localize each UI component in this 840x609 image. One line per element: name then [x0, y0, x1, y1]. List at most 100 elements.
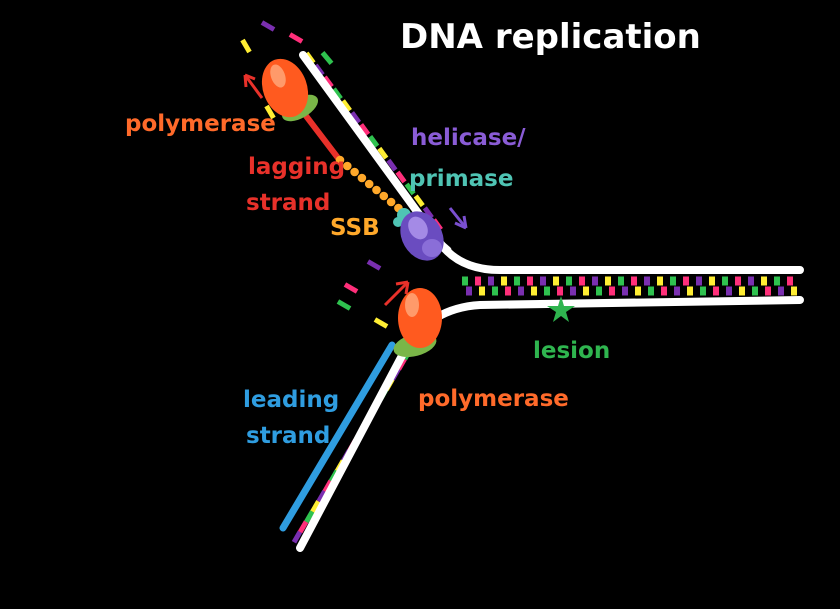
- polymerase-bottom-enzyme: [393, 288, 442, 358]
- base-pair-tick: [661, 286, 667, 296]
- base-pair-tick: [492, 286, 498, 296]
- lagging-strand-label-line2: strand: [246, 190, 330, 216]
- polymerase-enzyme-icon: [398, 288, 442, 348]
- base-pair-tick: [700, 286, 706, 296]
- base-pair-tick: [531, 286, 537, 296]
- helicase-label: helicase/: [411, 125, 526, 151]
- base-pair-tick: [264, 104, 276, 120]
- base-pair-tick: [618, 276, 624, 286]
- base-pair-tick: [377, 146, 389, 160]
- ssb-bead: [335, 155, 345, 165]
- polymerase-bottom-label: polymerase: [418, 386, 569, 412]
- base-pair-tick: [501, 276, 507, 286]
- helicase-highlight: [408, 216, 428, 240]
- base-pair-tick: [466, 286, 472, 296]
- base-pair-tick: [316, 489, 327, 503]
- leading-strand-line: [279, 341, 396, 532]
- base-pair-tick: [657, 276, 663, 286]
- polymerase-top-highlight: [270, 64, 286, 88]
- base-pair-tick: [373, 317, 389, 329]
- base-pair-tick: [687, 286, 693, 296]
- base-pair-tick: [260, 20, 276, 32]
- ssb-bead: [372, 185, 381, 195]
- base-pair-tick: [518, 286, 524, 296]
- lagging-strand-line: [297, 105, 341, 161]
- base-pair-tick: [761, 276, 767, 286]
- base-pair-tick: [343, 282, 359, 294]
- base-pair-tick: [366, 259, 382, 271]
- base-pair-tick: [386, 158, 398, 172]
- base-pair-tick: [320, 51, 334, 65]
- base-pair-tick: [359, 123, 371, 136]
- base-pair-tick: [570, 286, 576, 296]
- lagging-strand-label-line1: lagging: [248, 154, 345, 180]
- base-pair-tick: [748, 276, 754, 286]
- ssb-bead: [364, 179, 374, 189]
- primase-subunit: [393, 217, 403, 227]
- base-pair-tick: [592, 276, 598, 286]
- base-pair-tick: [488, 276, 494, 286]
- diagram-title: DNA replication: [400, 17, 701, 57]
- base-pair-tick: [722, 276, 728, 286]
- primase-label: primase: [409, 166, 513, 192]
- base-pair-tick: [631, 276, 637, 286]
- base-pair-tick: [609, 286, 615, 296]
- base-pair-tick: [462, 276, 468, 286]
- base-pair-tick: [479, 286, 485, 296]
- base-pair-tick: [557, 286, 563, 296]
- base-pair-tick: [644, 276, 650, 286]
- lesion-label: lesion: [533, 338, 610, 364]
- base-pair-tick: [291, 530, 303, 544]
- base-pair-tick: [310, 500, 321, 513]
- base-pair-tick: [422, 206, 434, 220]
- leading-strand-label-line2: strand: [246, 423, 330, 449]
- base-pair-tick: [622, 286, 628, 296]
- polymerase-top-label: polymerase: [125, 111, 276, 137]
- base-pair-tick: [566, 276, 572, 286]
- base-pair-tick: [336, 299, 352, 311]
- base-pair-tick: [404, 182, 416, 196]
- helicase-lobe: [422, 239, 442, 257]
- base-pair-tick: [304, 510, 315, 524]
- base-pair-tick: [368, 134, 380, 148]
- base-pair-tick: [583, 286, 589, 296]
- base-pair-tick: [505, 286, 511, 296]
- polymerase-bottom-highlight: [405, 293, 419, 317]
- base-pair-tick: [674, 286, 680, 296]
- base-pair-tick: [791, 286, 797, 296]
- base-pair-tick: [322, 75, 334, 89]
- base-pair-tick: [395, 170, 407, 184]
- ssb-bead: [379, 191, 389, 201]
- base-pair-tick: [683, 276, 689, 286]
- base-pair-tick: [648, 286, 654, 296]
- strand-backbones: [296, 51, 804, 552]
- base-pair-tick: [765, 286, 771, 296]
- ssb-bead: [357, 173, 367, 183]
- base-pair-tick: [340, 99, 352, 112]
- base-pair-tick: [596, 286, 602, 296]
- ssb-bead: [386, 197, 396, 207]
- direction-arrow-icon: [383, 280, 410, 307]
- leading-strand-label-line1: leading: [243, 387, 339, 413]
- ssb-bead: [343, 161, 352, 171]
- base-pair-tick: [635, 286, 641, 296]
- base-pair-tick: [297, 520, 309, 534]
- base-pair-tick: [787, 276, 793, 286]
- base-pair-tick: [709, 276, 715, 286]
- base-pair-tick: [553, 276, 559, 286]
- base-pair-tick: [579, 276, 585, 286]
- direction-arrow-icon: [243, 73, 264, 99]
- base-pair-tick: [527, 276, 533, 286]
- ssb-bead: [350, 167, 359, 177]
- base-pair-tick: [605, 276, 611, 286]
- base-pair-tick: [544, 286, 550, 296]
- ssb-beads: [335, 155, 403, 213]
- base-pair-tick: [739, 286, 745, 296]
- base-pair-tick: [331, 87, 343, 101]
- base-pair-tick: [514, 276, 520, 286]
- base-pair-tick: [752, 286, 758, 296]
- base-pair-tick: [540, 276, 546, 286]
- helicase-primase-complex: [393, 208, 444, 261]
